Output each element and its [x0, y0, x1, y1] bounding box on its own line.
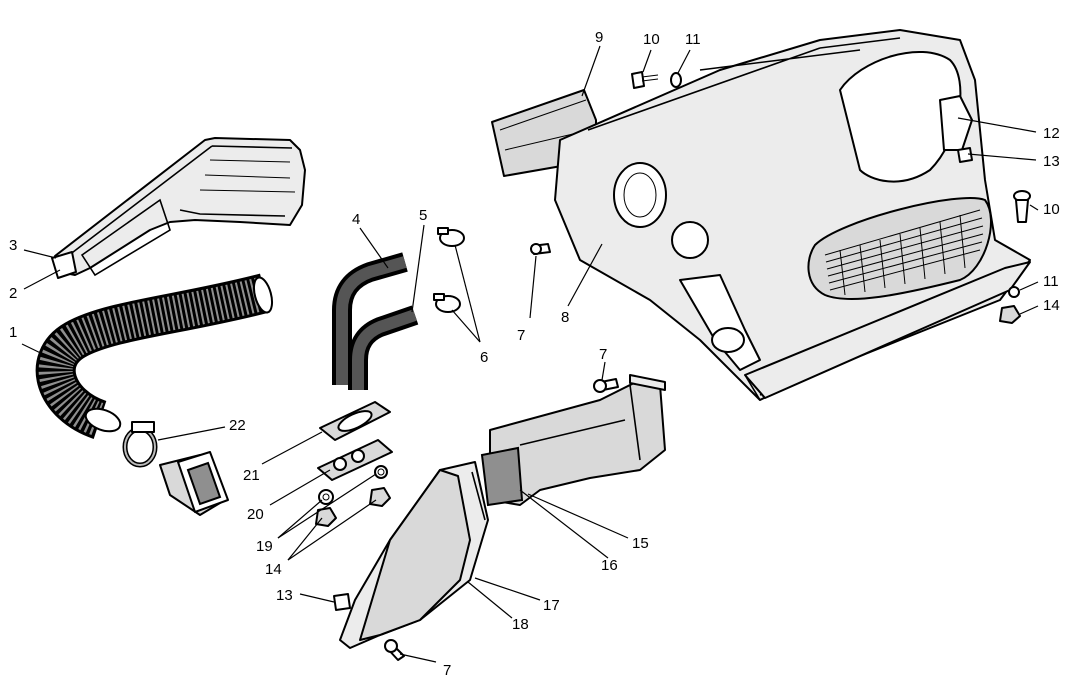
- callout-1: 1: [9, 324, 17, 341]
- callout-labels: 1 2 3 4 5 6 7 7 7 8 9 10 10 11 11 12 13 …: [9, 29, 1060, 679]
- hose-clamp-upper: [437, 227, 465, 247]
- washer-19b: [374, 465, 388, 479]
- leader-lines: [21, 45, 1039, 663]
- callout-5: 5: [419, 207, 427, 224]
- callout-7-upper: 7: [517, 327, 525, 344]
- callout-8: 8: [561, 309, 569, 326]
- callout-7-lower: 7: [443, 662, 451, 679]
- callout-16: 16: [601, 557, 618, 574]
- gasket-21: [319, 401, 391, 441]
- flexible-hose: [35, 273, 274, 439]
- defroster-channel: [51, 137, 306, 279]
- bent-hose-5: [348, 305, 419, 390]
- duct-elbow: [480, 374, 666, 507]
- bolt-10-right: [1013, 190, 1031, 223]
- air-nozzle: [159, 451, 229, 516]
- callout-19: 19: [256, 538, 273, 555]
- gasket-20: [317, 439, 393, 481]
- callout-2: 2: [9, 285, 17, 302]
- clip-13-lower: [333, 593, 351, 611]
- callout-13-lower: 13: [276, 587, 293, 604]
- bolt-10-top: [631, 71, 659, 89]
- callout-14-lower: 14: [265, 561, 282, 578]
- callout-17: 17: [543, 597, 560, 614]
- callout-3: 3: [9, 237, 17, 254]
- callout-12: 12: [1043, 125, 1060, 142]
- callout-11-right: 11: [1043, 273, 1059, 290]
- callout-4: 4: [352, 211, 360, 228]
- washer-11-right: [1008, 286, 1020, 298]
- nut-14-right: [999, 305, 1021, 324]
- screw-7-lower: [384, 639, 405, 661]
- nut-14a: [315, 507, 337, 527]
- callout-6: 6: [480, 349, 488, 366]
- callout-10-top: 10: [643, 31, 660, 48]
- nut-14b: [369, 487, 391, 507]
- lower-duct: [339, 461, 489, 649]
- callout-10-right: 10: [1043, 201, 1060, 218]
- callout-21: 21: [243, 467, 260, 484]
- screw-7-middle: [593, 378, 619, 393]
- callout-9: 9: [595, 29, 603, 46]
- screw-7-upper: [530, 243, 551, 255]
- bent-hose-4: [332, 252, 408, 385]
- clip-13-right: [957, 147, 973, 163]
- callout-18: 18: [512, 616, 529, 633]
- callout-7-middle: 7: [599, 346, 607, 363]
- heater-core-grille: [824, 209, 984, 296]
- heater-housing: [554, 29, 1031, 401]
- callout-15: 15: [632, 535, 649, 552]
- washer-11-top: [670, 72, 682, 88]
- callout-13-right: 13: [1043, 153, 1060, 170]
- callout-22: 22: [229, 417, 246, 434]
- callout-20: 20: [247, 506, 264, 523]
- washer-19a: [318, 489, 334, 505]
- callout-11-top: 11: [685, 31, 701, 48]
- hose-clamp-lower: [433, 293, 461, 313]
- hose-clamp-22: [122, 421, 158, 468]
- callout-14-right: 14: [1043, 297, 1060, 314]
